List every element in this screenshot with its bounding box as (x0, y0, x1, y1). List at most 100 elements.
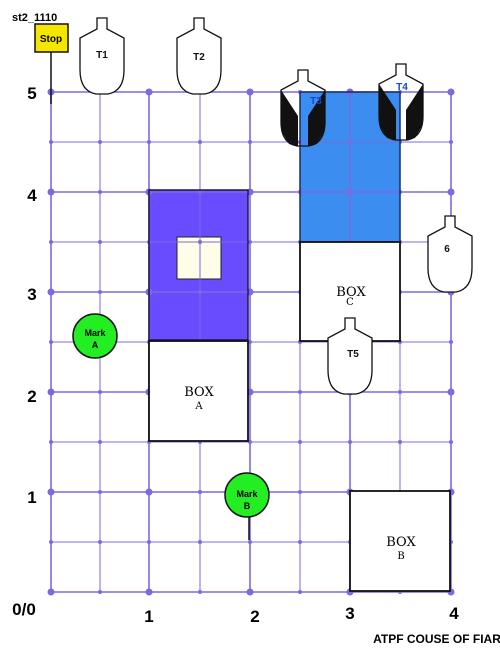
footer-title: ATPF COUSE OF FIAR (373, 632, 500, 646)
grid-node (248, 240, 252, 244)
y-label-3: 3 (27, 285, 36, 304)
box-b-label: BOX (386, 535, 416, 550)
x-label-3: 3 (345, 604, 354, 623)
grid-node (47, 388, 55, 396)
mark-a-label: Mark (84, 328, 106, 338)
grid-node (47, 588, 55, 596)
box-a-letter: A (194, 401, 203, 412)
target-label: T3 (310, 96, 322, 107)
target-t1: T1 (79, 17, 125, 95)
mark-b-letter: B (244, 501, 251, 511)
target-t6: 6 (427, 215, 473, 293)
grid-node (49, 240, 53, 244)
grid-node (198, 540, 202, 544)
mark-b: Mark B (224, 472, 270, 540)
grid-node (198, 290, 202, 294)
target-t3: T3 (280, 69, 326, 147)
grid-node (398, 440, 402, 444)
grid-node (298, 490, 302, 494)
stop-sign: Stop (34, 23, 69, 104)
grid-node (198, 240, 202, 244)
no-shoot-panel-left (379, 84, 396, 140)
box-a: BOX A (148, 340, 249, 442)
grid-node (98, 490, 102, 494)
grid-node (248, 340, 252, 344)
purple-zone-outline (148, 189, 249, 341)
y-label-4: 4 (27, 186, 37, 205)
target-silhouette (79, 17, 125, 95)
grid-node (447, 388, 455, 396)
grid-node (98, 190, 102, 194)
grid-node (449, 140, 453, 144)
target-t5: T5 (327, 317, 373, 395)
grid-node (449, 440, 453, 444)
target-silhouette (176, 17, 222, 95)
target-label: T2 (193, 52, 205, 63)
grid-node (145, 588, 153, 596)
grid-node (298, 590, 302, 594)
target-label: 6 (444, 244, 450, 255)
grid-node (246, 88, 254, 96)
target-silhouette (427, 215, 473, 293)
y-axis-labels: 1 2 3 4 5 (27, 84, 37, 507)
cream-square (176, 236, 222, 280)
y-label-5: 5 (27, 84, 36, 103)
grid-node (98, 440, 102, 444)
box-a-label: BOX (184, 385, 214, 400)
x-label-4: 4 (449, 604, 459, 623)
grid-node (248, 140, 252, 144)
grid-node (198, 590, 202, 594)
grid-node (348, 140, 352, 144)
grid-node (47, 188, 55, 196)
stop-sign-plate (34, 23, 69, 53)
target-label: T4 (396, 82, 408, 93)
box-c-label: BOX (336, 285, 366, 300)
grid-node (198, 190, 202, 194)
target-label: T5 (347, 349, 359, 360)
grid-node (398, 390, 402, 394)
y-label-1: 1 (27, 488, 36, 507)
grid-node (145, 88, 153, 96)
stop-sign-label: Stop (40, 34, 62, 45)
box-b: BOX B (349, 490, 451, 592)
grid-node (49, 140, 53, 144)
box-b-letter: B (397, 551, 404, 562)
mark-b-label: Mark (236, 489, 258, 499)
grid-node (98, 240, 102, 244)
grid-node (246, 588, 254, 596)
grid-node (98, 540, 102, 544)
grid-node (348, 440, 352, 444)
mark-a: Mark A (72, 313, 118, 359)
grid-node (298, 440, 302, 444)
no-shoot-panel-right (406, 84, 423, 140)
y-label-2: 2 (27, 387, 36, 406)
grid-node (298, 540, 302, 544)
grid-node (346, 188, 354, 196)
grid-node (49, 440, 53, 444)
grid-node (198, 490, 202, 494)
grid-node (147, 140, 151, 144)
grid-node (248, 540, 252, 544)
grid-node (49, 340, 53, 344)
grid-node (449, 340, 453, 344)
target-label: T1 (96, 50, 108, 61)
no-shoot-panel-right (308, 90, 325, 146)
target-silhouette (327, 317, 373, 395)
x-label-1: 1 (144, 607, 153, 626)
grid-node (98, 390, 102, 394)
x-axis-labels: 1 2 3 4 (144, 604, 459, 626)
x-label-2: 2 (250, 607, 259, 626)
grid-node (147, 540, 151, 544)
grid-node (447, 88, 455, 96)
no-shoot-panel-left (281, 90, 298, 146)
stage-id: st2_1110 (12, 12, 57, 24)
grid-node (447, 188, 455, 196)
grid-node (198, 140, 202, 144)
grid-node (145, 488, 153, 496)
grid-node (47, 288, 55, 296)
grid-node (298, 390, 302, 394)
grid-node (49, 540, 53, 544)
target-t4: T4 (378, 63, 424, 141)
box-c-letter: C (346, 297, 354, 308)
